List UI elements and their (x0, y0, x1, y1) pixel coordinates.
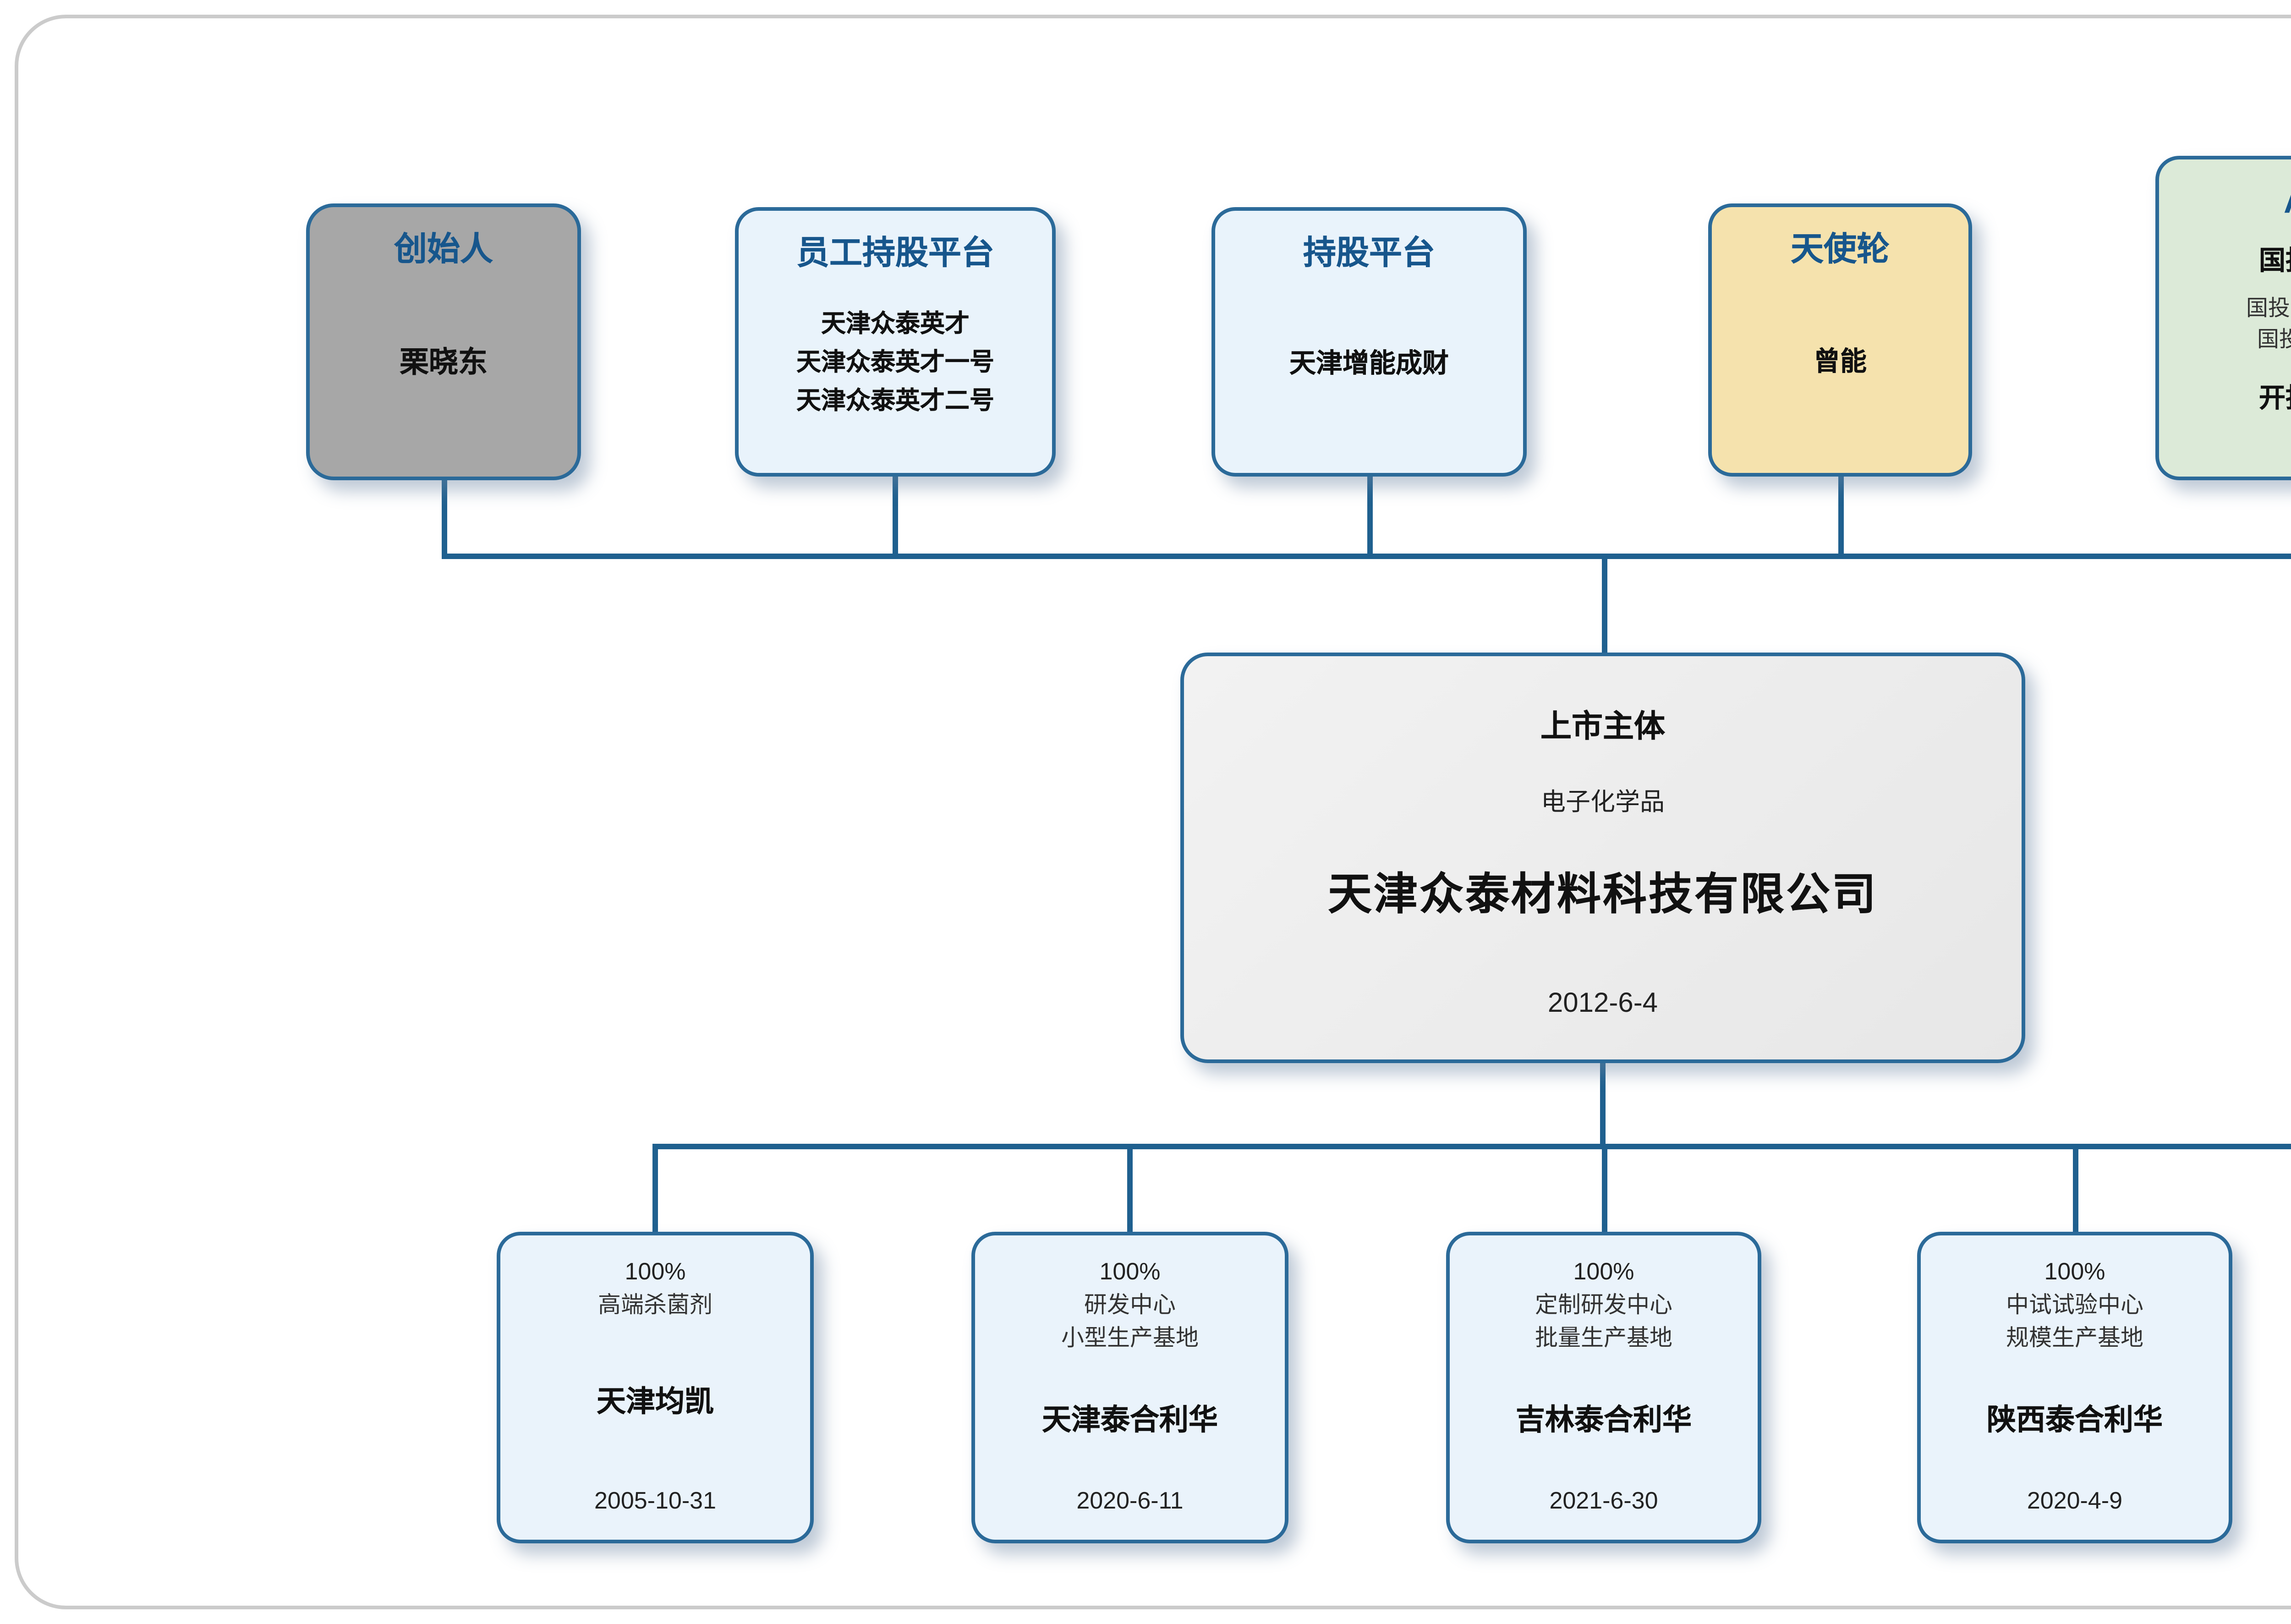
series-a-title: A轮 (2284, 159, 2291, 223)
connector-stub-platform (1366, 475, 1372, 557)
listed-entity-name: 天津众泰材料科技有限公司 (1328, 871, 1878, 920)
listed-entity-box: 上市主体 电子化学品 天津众泰材料科技有限公司 2012-6-4 (1180, 653, 2025, 1063)
subsidiary-function: 批量生产基地 (1535, 1325, 1672, 1351)
subsidiary-date: 2020-4-9 (2027, 1487, 2123, 1514)
subsidiary-percent: 100% (1573, 1257, 1634, 1285)
subsidiary-date: 2020-6-11 (1076, 1487, 1184, 1514)
subsidiary-box-2: 100% 研发中心 小型生产基地 天津泰合利华 2020-6-11 (971, 1232, 1288, 1543)
listed-entity-label: 上市主体 (1540, 709, 1665, 744)
holding-platform-member: 天津增能成财 (1289, 349, 1449, 379)
angel-round-box: 天使轮 曾能 (1708, 203, 1972, 477)
esop-member: 天津众泰英才 (821, 310, 970, 338)
subsidiary-percent: 100% (625, 1257, 686, 1285)
connector-stub-founder (441, 478, 446, 557)
connector-stub-esop (893, 475, 898, 557)
connector-drop-to-center (1601, 553, 1606, 657)
esop-member: 天津众泰英才二号 (796, 387, 994, 415)
subsidiary-function: 规模生产基地 (2006, 1325, 2143, 1351)
esop-title: 员工持股平台 (796, 235, 994, 271)
subsidiary-box-4: 100% 中试试验中心 规模生产基地 陕西泰合利华 2020-4-9 (1917, 1232, 2232, 1543)
subsidiary-percent: 100% (1099, 1257, 1161, 1285)
connector-stub-sub-4 (2072, 1143, 2077, 1234)
series-a-sub-investor: 国投重大专项 (2246, 295, 2291, 321)
series-a-investor: 国投创业 (2259, 247, 2291, 276)
founder-title: 创始人 (394, 231, 493, 268)
holding-platform-title: 持股平台 (1303, 235, 1435, 271)
listed-entity-category: 电子化学品 (1541, 788, 1665, 816)
series-a-investor: 开拓和一 (2259, 384, 2291, 414)
connector-top-bus (441, 553, 2291, 558)
subsidiary-box-1: 100% 高端杀菌剂 天津均凯 2005-10-31 (497, 1232, 814, 1543)
subsidiary-name: 天津均凯 (596, 1388, 714, 1419)
esop-box: 员工持股平台 天津众泰英才 天津众泰英才一号 天津众泰英才二号 (735, 207, 1056, 477)
angel-round-title: 天使轮 (1791, 231, 1890, 268)
connector-stub-sub-3 (1601, 1143, 1606, 1234)
series-a-box: A轮 国投创业 国投重大专项 国投京津冀 开拓和一 (2155, 156, 2291, 480)
connector-stub-sub-2 (1127, 1143, 1133, 1234)
connector-stub-angel (1837, 475, 1843, 557)
connector-drop-from-center (1599, 1059, 1605, 1146)
subsidiary-function: 中试试验中心 (2006, 1292, 2143, 1318)
subsidiary-function: 研发中心 (1084, 1292, 1176, 1318)
series-a-sub-investor: 国投京津冀 (2257, 327, 2291, 353)
founder-name: 栗晓东 (399, 347, 488, 379)
founder-box: 创始人 栗晓东 (306, 203, 581, 480)
connector-stub-sub-1 (652, 1143, 658, 1234)
listed-entity-date: 2012-6-4 (1547, 988, 1658, 1019)
holding-platform-box: 持股平台 天津增能成财 (1211, 207, 1527, 477)
subsidiary-name: 陕西泰合利华 (1986, 1405, 2163, 1437)
subsidiary-percent: 100% (2044, 1257, 2105, 1285)
subsidiary-name: 吉林泰合利华 (1515, 1405, 1692, 1437)
angel-investor: 曾能 (1814, 347, 1867, 377)
esop-member: 天津众泰英才一号 (796, 349, 994, 377)
subsidiary-function: 高端杀菌剂 (597, 1292, 713, 1318)
connector-bottom-bus (652, 1143, 2291, 1148)
subsidiary-function: 小型生产基地 (1061, 1325, 1199, 1351)
subsidiary-box-3: 100% 定制研发中心 批量生产基地 吉林泰合利华 2021-6-30 (1446, 1232, 1761, 1543)
subsidiary-name: 天津泰合利华 (1041, 1405, 1218, 1437)
subsidiary-date: 2005-10-31 (594, 1487, 716, 1514)
subsidiary-function: 定制研发中心 (1535, 1292, 1672, 1318)
subsidiary-date: 2021-6-30 (1549, 1487, 1658, 1514)
